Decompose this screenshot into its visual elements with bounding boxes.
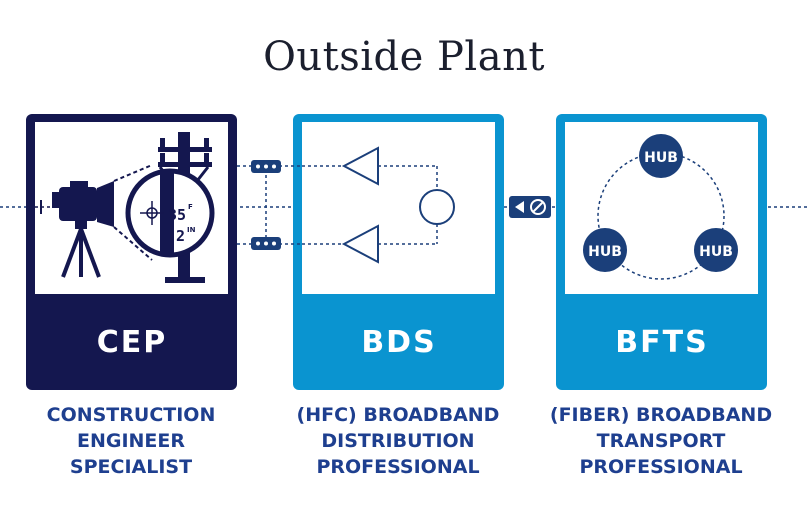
hub-icon: HUB (639, 134, 683, 178)
description-line: DISTRIBUTION (321, 430, 475, 452)
hub-label: HUB (644, 150, 678, 166)
description-line: PROFESSIONAL (579, 456, 743, 478)
card-bds (293, 114, 504, 390)
description-line: (HFC) BROADBAND (296, 404, 500, 426)
readout-depth: 2 (176, 227, 185, 245)
card-bds-window (302, 122, 495, 294)
card-description-bds: (HFC) BROADBAND DISTRIBUTION PROFESSIONA… (268, 402, 528, 480)
description-line: SPECIALIST (69, 456, 193, 478)
page-title: Outside Plant (263, 34, 545, 80)
hub-label: HUB (588, 244, 622, 260)
card-description-bfts: (FIBER) BROADBAND TRANSPORT PROFESSIONAL (531, 402, 791, 480)
card-bfts: HUB HUB HUB (556, 114, 767, 390)
measurement-readout: 35 F 2 IN (125, 168, 215, 258)
connector-block-icon (237, 160, 302, 250)
card-description-cep: CONSTRUCTION ENGINEER SPECIALIST (1, 402, 261, 480)
hub-icon: HUB (694, 228, 738, 272)
hub-label: HUB (699, 244, 733, 260)
fiber-node-icon (509, 196, 551, 218)
card-label-bds: BDS (361, 325, 437, 360)
description-line: ENGINEER (76, 430, 186, 452)
description-line: TRANSPORT (596, 430, 726, 452)
survey-camera-icon (52, 181, 114, 278)
description-line: CONSTRUCTION (46, 404, 216, 426)
description-line: PROFESSIONAL (316, 456, 480, 478)
readout-temp: 35 (168, 206, 186, 224)
card-label-cep: CEP (96, 325, 168, 360)
hub-icon: HUB (583, 228, 627, 272)
amplifier-schematic-icon (302, 146, 455, 264)
description-line: (FIBER) BROADBAND (549, 404, 773, 426)
card-label-bfts: BFTS (615, 325, 709, 360)
readout-depth-unit: IN (187, 226, 196, 234)
readout-temp-unit: F (188, 203, 193, 211)
card-cep: 35 F 2 IN (26, 114, 237, 390)
